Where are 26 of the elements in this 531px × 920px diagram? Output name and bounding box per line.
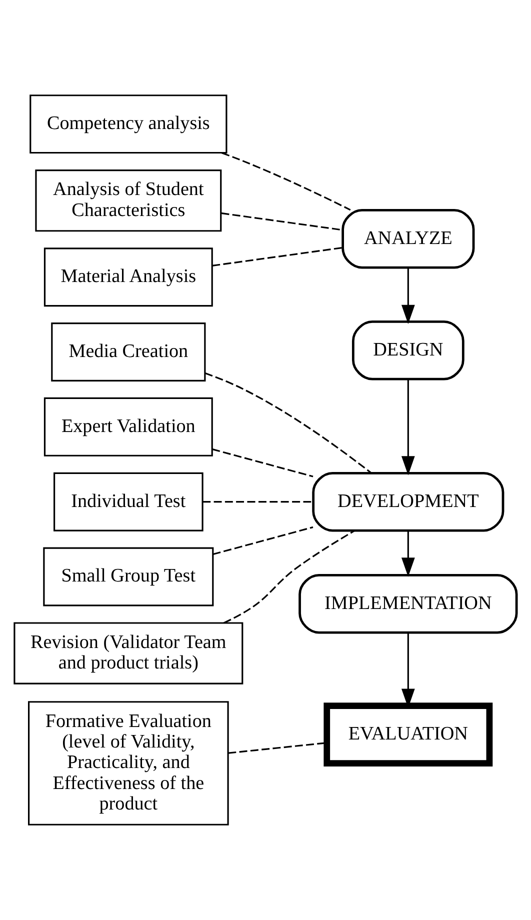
node-box: DEVELOPMENT	[312, 472, 504, 532]
node-box: Material Analysis	[44, 248, 213, 307]
connector	[221, 212, 343, 231]
node-box: ANALYZE	[342, 208, 475, 269]
node-box: EVALUATION	[324, 702, 493, 766]
node-box: Formative Evaluation (level of Validity, Practicality, and Effectiveness of the product	[28, 701, 229, 826]
connector	[212, 246, 343, 266]
connector	[223, 530, 355, 624]
node-box: DESIGN	[352, 320, 464, 380]
arrow	[401, 268, 415, 324]
arrow	[401, 530, 415, 577]
node-box: Small Group Test	[43, 547, 214, 606]
connector	[202, 501, 314, 503]
node-box: IMPLEMENTATION	[298, 574, 518, 634]
node-box: Media Creation	[51, 322, 206, 382]
connector	[212, 448, 314, 478]
connector	[212, 526, 314, 556]
connector	[228, 742, 327, 754]
arrow	[401, 379, 415, 476]
node-box: Revision (Validator Team and product trials)	[14, 622, 244, 684]
connector	[221, 152, 351, 211]
node-box: Individual Test	[54, 472, 204, 532]
connector	[204, 372, 372, 474]
node-box: Expert Validation	[44, 397, 213, 456]
node-box: Competency analysis	[30, 94, 228, 154]
node-box: Analysis of Student Characteristics	[35, 170, 222, 232]
